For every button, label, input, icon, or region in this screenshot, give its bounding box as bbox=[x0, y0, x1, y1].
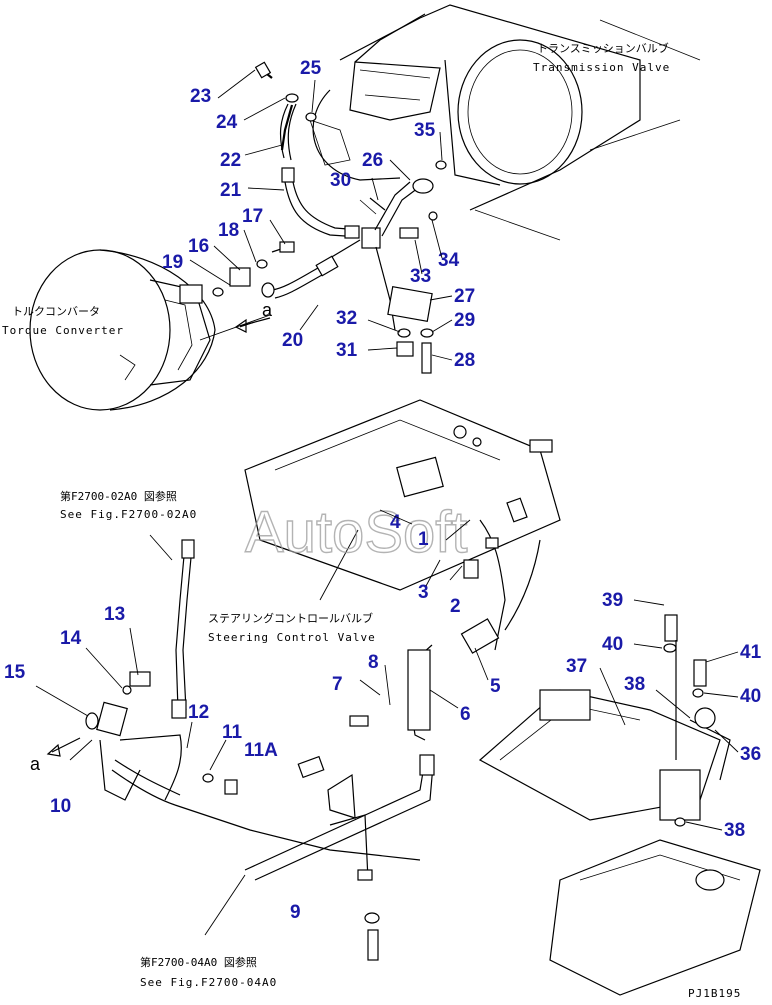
callout-19: 19 bbox=[162, 252, 183, 273]
callout-numbers: 1 2 3 4 5 6 7 8 9 10 11 11A 12 13 14 15 … bbox=[4, 58, 762, 923]
upper-hose-assembly bbox=[199, 61, 447, 374]
arrow-a-bottom-head bbox=[46, 743, 61, 757]
callout-12: 12 bbox=[188, 702, 209, 723]
see-fig-04a0-jp: 第F2700-04A0 図参照 bbox=[140, 955, 257, 969]
callout-40-left: 40 bbox=[602, 634, 623, 655]
arrow-a-top-head bbox=[234, 318, 247, 333]
callout-23: 23 bbox=[190, 86, 211, 107]
transmission-valve-label-en: Transmission Valve bbox=[533, 61, 670, 74]
callout-22: 22 bbox=[220, 150, 241, 171]
torque-converter bbox=[29, 249, 216, 411]
arrow-a-top-line bbox=[239, 317, 271, 327]
callout-38-upper: 38 bbox=[624, 674, 645, 695]
callout-26: 26 bbox=[362, 150, 383, 171]
see-fig-02a0-en: See Fig.F2700-02A0 bbox=[60, 508, 197, 521]
callout-34: 34 bbox=[438, 250, 460, 271]
callout-2: 2 bbox=[450, 596, 461, 617]
callout-32: 32 bbox=[336, 308, 357, 329]
transmission-housing bbox=[309, 4, 701, 241]
callout-10: 10 bbox=[50, 796, 71, 817]
callout-27: 27 bbox=[454, 286, 475, 307]
callout-28: 28 bbox=[454, 350, 475, 371]
callout-31: 31 bbox=[336, 340, 358, 361]
steering-valve-label-en: Steering Control Valve bbox=[208, 631, 376, 644]
callout-11: 11 bbox=[222, 722, 243, 743]
callout-4: 4 bbox=[390, 512, 401, 533]
callout-18: 18 bbox=[218, 220, 239, 241]
transmission-valve-label-jp: トランスミッションバルブ bbox=[537, 41, 669, 55]
arrow-a-bottom-line bbox=[51, 737, 81, 753]
callout-1: 1 bbox=[418, 529, 429, 550]
right-parts bbox=[478, 614, 761, 996]
callout-15: 15 bbox=[4, 662, 26, 683]
callout-5: 5 bbox=[490, 676, 501, 697]
callout-7: 7 bbox=[332, 674, 343, 695]
callout-33: 33 bbox=[410, 266, 431, 287]
torque-converter-label-jp: トルクコンバータ bbox=[12, 305, 100, 318]
callout-20: 20 bbox=[282, 330, 303, 351]
callout-16: 16 bbox=[188, 236, 209, 257]
callout-37: 37 bbox=[566, 656, 587, 677]
callout-leaders bbox=[35, 69, 739, 831]
callout-17: 17 bbox=[242, 206, 263, 227]
see-fig-04a0-en: See Fig.F2700-04A0 bbox=[140, 976, 277, 989]
callout-39: 39 bbox=[602, 590, 623, 611]
callout-30: 30 bbox=[330, 170, 351, 191]
figure-code: PJ1B195 bbox=[688, 987, 741, 1000]
callout-11a: 11A bbox=[244, 740, 278, 761]
steering-valve-assembly bbox=[244, 399, 561, 741]
callout-3: 3 bbox=[418, 582, 429, 603]
callout-21: 21 bbox=[220, 180, 242, 201]
callout-14: 14 bbox=[60, 628, 82, 649]
callout-35: 35 bbox=[414, 120, 436, 141]
callout-25: 25 bbox=[300, 58, 322, 79]
callout-9: 9 bbox=[290, 902, 301, 923]
callout-24: 24 bbox=[216, 112, 238, 133]
lower-pipe-assembly bbox=[69, 534, 435, 961]
watermark-text: AutoSoft bbox=[245, 500, 467, 565]
arrow-a-bottom-label: a bbox=[30, 754, 41, 774]
callout-6: 6 bbox=[460, 704, 471, 725]
arrow-a-top-label: a bbox=[262, 300, 273, 320]
callout-8: 8 bbox=[368, 652, 379, 673]
callout-13: 13 bbox=[104, 604, 125, 625]
steering-valve-label-jp: ステアリングコントロールバルブ bbox=[208, 611, 373, 625]
callout-40-right: 40 bbox=[740, 686, 761, 707]
torque-converter-label-en: Torque Converter bbox=[2, 324, 124, 337]
callout-41: 41 bbox=[740, 642, 762, 663]
callout-38-lower: 38 bbox=[724, 820, 745, 841]
callout-36: 36 bbox=[740, 744, 761, 765]
see-fig-02a0-jp: 第F2700-02A0 図参照 bbox=[60, 489, 177, 503]
callout-29: 29 bbox=[454, 310, 475, 331]
